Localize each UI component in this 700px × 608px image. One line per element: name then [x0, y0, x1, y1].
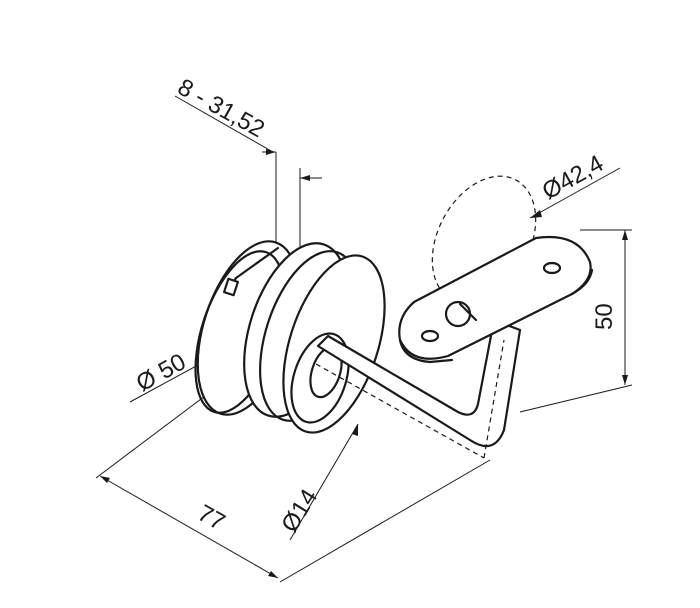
glass-thickness-label: 8 - 31,52: [173, 74, 269, 144]
bar-diameter-dimension: Ø14: [276, 423, 359, 541]
projection-label: 77: [193, 500, 229, 537]
tube-diameter-label: Ø42,4: [538, 150, 608, 205]
screw-hole-left: [420, 329, 440, 343]
disc-diameter-label: Ø 50: [132, 348, 191, 397]
height-dimension: 50: [519, 229, 633, 413]
saddle-plate: [398, 236, 594, 364]
projection-dimension: 77: [95, 395, 491, 583]
glass-thickness-dimension: 8 - 31,52: [173, 74, 322, 262]
bar-diameter-label: Ø14: [276, 484, 323, 537]
glass-clamp-disc: [194, 240, 386, 434]
height-label: 50: [591, 303, 618, 330]
screw-hole-right: [542, 261, 562, 275]
